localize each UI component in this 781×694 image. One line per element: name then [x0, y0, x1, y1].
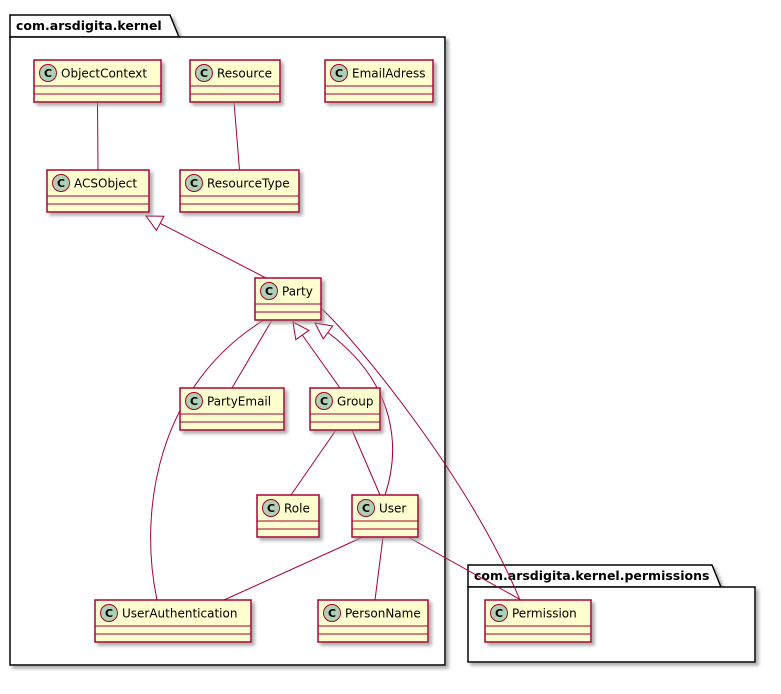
association-line: [223, 536, 364, 601]
class-spot-icon: [39, 64, 57, 82]
class-acs-object: C ACSObject: [46, 169, 150, 213]
association-line: [233, 101, 240, 171]
association-line: [374, 536, 384, 601]
class-party-email: C PartyEmail: [179, 387, 285, 431]
class-person-name: C PersonName: [317, 599, 429, 643]
class-spot-letter: C: [57, 177, 65, 190]
association-line: [231, 319, 273, 389]
class-name: Role: [284, 502, 310, 516]
class-spot-icon: [330, 64, 348, 82]
inheritance-line: [327, 332, 393, 496]
edge-group-user: [351, 429, 381, 496]
class-role: C Role: [256, 494, 320, 538]
class-spot-letter: C: [320, 395, 328, 408]
inheritance-arrow-icon: [314, 322, 334, 340]
class-name: Party: [282, 285, 313, 299]
class-spot-icon: [185, 174, 203, 192]
edge-user-party: [314, 322, 393, 496]
inheritance-line: [301, 334, 341, 389]
association-line: [150, 319, 265, 601]
class-name: PartyEmail: [207, 395, 271, 409]
class-name: Group: [337, 395, 374, 409]
package-label: com.arsdigita.kernel: [16, 18, 162, 33]
class-spot-icon: [490, 604, 508, 622]
class-spot-letter: C: [190, 395, 198, 408]
association-line: [97, 101, 99, 171]
class-name: UserAuthentication: [122, 607, 237, 621]
edge-party-acsobject: [145, 215, 267, 279]
class-spot-icon: [195, 64, 213, 82]
class-user: C User: [351, 494, 419, 538]
class-name: ObjectContext: [61, 67, 147, 81]
association-line: [320, 307, 521, 601]
package-kernel: com.arsdigita.kernel: [9, 14, 446, 666]
class-spot-letter: C: [267, 502, 275, 515]
edge-userauthentication-party: [150, 319, 265, 601]
package-body: [9, 36, 446, 666]
class-spot-letter: C: [335, 67, 343, 80]
edge-resource-resourcetype: [233, 101, 240, 171]
class-spot-icon: [260, 282, 278, 300]
class-spot-icon: [100, 604, 118, 622]
class-party: C Party: [254, 277, 322, 321]
class-spot-letter: C: [328, 607, 336, 620]
inheritance-arrow-icon: [145, 215, 165, 232]
class-resource: C Resource: [189, 59, 281, 103]
class-name: Resource: [217, 67, 272, 81]
edge-permission-party: [320, 307, 521, 601]
edge-group-party: [292, 321, 341, 389]
class-box: [33, 59, 162, 103]
package-label: com.arsdigita.kernel.permissions: [474, 568, 709, 583]
class-user-authentication: C UserAuthentication: [94, 599, 252, 643]
class-spot-icon: [315, 392, 333, 410]
class-spot-letter: C: [265, 285, 273, 298]
edge-user-permission: [407, 536, 522, 601]
association-line: [351, 429, 381, 496]
class-name: User: [379, 502, 406, 516]
class-spot-letter: C: [105, 607, 113, 620]
association-line: [407, 536, 522, 601]
class-name: Permission: [512, 607, 577, 621]
class-name: ResourceType: [207, 177, 290, 191]
class-spot-icon: [262, 499, 280, 517]
class-box: [94, 599, 252, 643]
class-spot-icon: [52, 174, 70, 192]
edge-user-userauthentication: [223, 536, 364, 601]
association-line: [290, 429, 337, 496]
class-group: C Group: [309, 387, 381, 431]
class-name: PersonName: [345, 607, 421, 621]
class-object-context: C ObjectContext: [33, 59, 162, 103]
class-spot-letter: C: [190, 177, 198, 190]
edge-user-personname: [374, 536, 384, 601]
edge-partyemail-party: [231, 319, 273, 389]
edge-group-role: [290, 429, 337, 496]
inheritance-arrow-icon: [292, 321, 310, 341]
class-resource-type: C ResourceType: [179, 169, 300, 213]
class-name: EmailAdress: [352, 67, 425, 81]
class-spot-letter: C: [200, 67, 208, 80]
edge-objectcontext-acsobject: [97, 101, 99, 171]
inheritance-line: [159, 222, 267, 279]
class-spot-icon: [323, 604, 341, 622]
class-spot-letter: C: [495, 607, 503, 620]
class-spot-icon: [357, 499, 375, 517]
class-spot-letter: C: [362, 502, 370, 515]
class-spot-icon: [185, 392, 203, 410]
class-spot-letter: C: [44, 67, 52, 80]
class-name: ACSObject: [74, 177, 137, 191]
class-email-adress: C EmailAdress: [324, 59, 434, 103]
class-permission: C Permission: [484, 599, 592, 643]
